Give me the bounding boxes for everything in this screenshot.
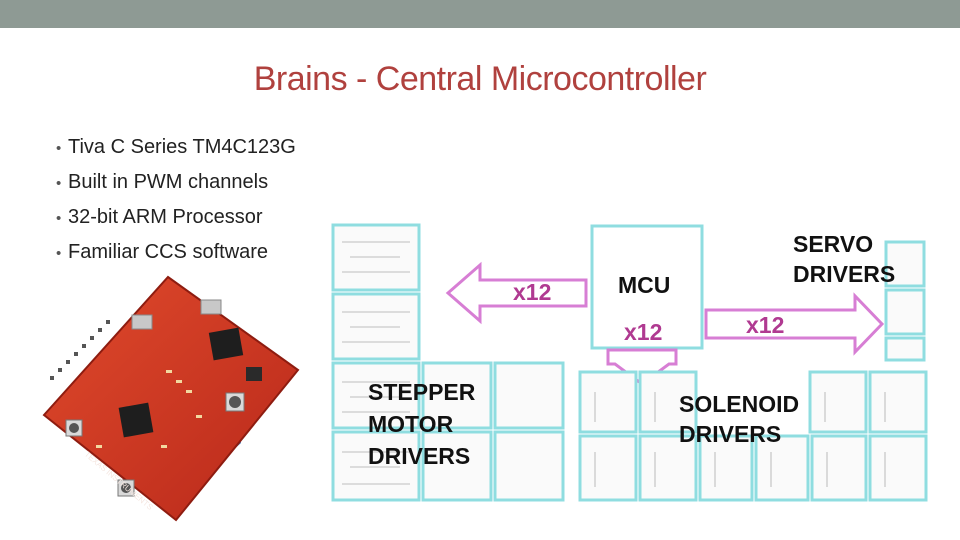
arrow-down-count: x12 [624,319,662,345]
stepper-label-line3: DRIVERS [368,443,470,469]
bullet-item: • 32-bit ARM Processor [56,200,296,235]
bullet-text: Tiva C Series TM4C123G [68,136,296,158]
bullet-dot-icon: • [56,175,62,192]
top-bar [0,0,960,28]
launchpad-board-image: TEXAS INSTRUMENTS [42,275,300,522]
bullet-dot-icon: • [56,245,62,262]
slide-title: Brains - Central Microcontroller [253,60,707,98]
solenoid-label-line2: DRIVERS [679,421,781,447]
bullet-item: • Familiar CCS software [56,235,296,270]
bullet-item: • Built in PWM channels [56,165,296,200]
servo-schematic-column [884,240,926,362]
arrow-left-count: x12 [513,279,551,305]
arrow-to-stepper [445,261,588,325]
servo-label-line2: DRIVERS [793,261,895,287]
bullet-item: • Tiva C Series TM4C123G [56,130,296,165]
bullet-list: • Tiva C Series TM4C123G • Built in PWM ch… [56,130,296,270]
bullet-text: Built in PWM channels [68,171,269,193]
mcu-label: MCU [618,272,670,298]
bullet-dot-icon: • [56,140,62,157]
solenoid-schematic-grid [578,370,928,502]
bullet-text: 32-bit ARM Processor [68,206,263,228]
system-block-diagram: MCU x12 x12 x12 SERVO DRIVERS STEPPER MO… [331,223,928,502]
arrow-to-servo [704,292,885,356]
stepper-label-line1: STEPPER [368,379,476,405]
servo-label-line1: SERVO [793,231,873,257]
bullet-text: Familiar CCS software [68,241,269,263]
solenoid-label-line1: SOLENOID [679,391,799,417]
stepper-schematic-grid [331,223,565,502]
stepper-label-line2: MOTOR [368,411,454,437]
mcu-block [590,224,704,350]
arrow-right-count: x12 [746,312,784,338]
bullet-dot-icon: • [56,210,62,227]
